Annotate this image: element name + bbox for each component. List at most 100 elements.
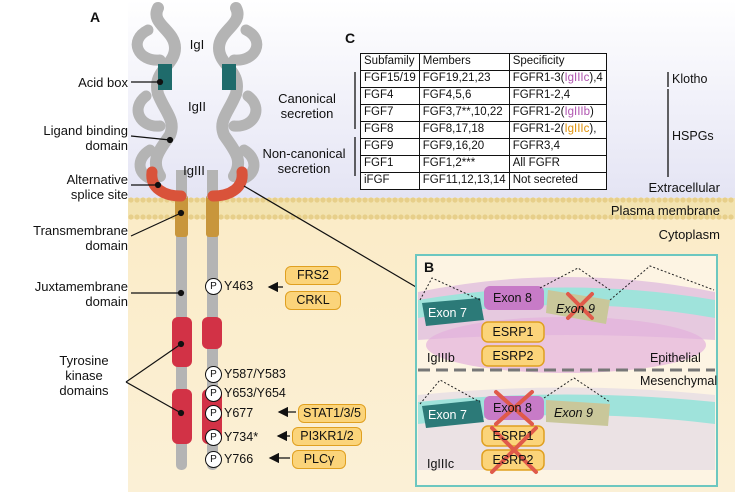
lipid-head	[368, 214, 374, 220]
lipid-head	[140, 197, 146, 203]
lipid-head	[644, 197, 650, 203]
table-cell: FGF3,7**,10,22	[418, 104, 510, 122]
table-cell: All FGFR	[508, 155, 607, 173]
lipid-head	[128, 197, 134, 203]
lipid-head	[632, 197, 638, 203]
lipid-head	[416, 214, 422, 220]
lipid-head	[572, 214, 578, 220]
mesenchymal-label: Mesenchymal	[640, 374, 718, 388]
lipid-head	[344, 197, 350, 203]
lipid-head	[476, 214, 482, 220]
adaptor-arrows	[267, 281, 296, 464]
lipid-head	[146, 197, 152, 203]
lipid-head	[614, 197, 620, 203]
lipid-head	[470, 214, 476, 220]
lipid-head	[428, 214, 434, 220]
table-header: Subfamily	[360, 53, 420, 71]
lipid-head	[278, 214, 284, 220]
lipid-head	[464, 214, 470, 220]
lipid-head	[230, 214, 236, 220]
table-cell: FGF4,5,6	[418, 87, 510, 105]
table-row: FGF8 FGF8,17,18 FGFR1-2(IgIIIc),	[360, 121, 607, 139]
lipid-head	[326, 214, 332, 220]
lipid-head	[656, 214, 662, 220]
lipid-head	[590, 214, 596, 220]
lipid-head	[650, 197, 656, 203]
table-cell: FGF9,16,20	[418, 138, 510, 156]
lipid-head	[290, 197, 296, 203]
lipid-head	[506, 197, 512, 203]
lipid-head	[680, 214, 686, 220]
lipid-head	[398, 197, 404, 203]
lipid-head	[692, 214, 698, 220]
lipid-head	[614, 214, 620, 220]
lipid-head	[158, 197, 164, 203]
table-cell: FGF11,12,13,14	[418, 172, 510, 190]
lipid-head	[578, 214, 584, 220]
lipid-head	[452, 197, 458, 203]
lipid-head	[140, 214, 146, 220]
lipid-head	[434, 214, 440, 220]
lipid-head	[308, 214, 314, 220]
lipid-head	[128, 214, 134, 220]
lipid-head	[512, 214, 518, 220]
lipid-head	[662, 197, 668, 203]
lipid-head	[632, 214, 638, 220]
cytoplasm-label: Cytoplasm	[658, 227, 720, 242]
lipid-head	[548, 214, 554, 220]
lipid-head	[386, 197, 392, 203]
exons-bottom	[419, 377, 611, 428]
fgf-table: Subfamily Members Specificity FGF15/19 F…	[360, 53, 607, 190]
lipid-head	[248, 197, 254, 203]
phospho-circle: P	[205, 278, 222, 295]
phospho-circle: P	[205, 385, 222, 402]
lipid-head	[272, 197, 278, 203]
lipid-head	[536, 214, 542, 220]
phospho-circle: P	[205, 429, 222, 446]
lipid-head	[260, 197, 266, 203]
table-brackets	[354, 72, 669, 177]
lipid-head	[566, 214, 572, 220]
lipid-head	[404, 197, 410, 203]
lipid-head	[596, 214, 602, 220]
lipid-head	[584, 214, 590, 220]
lipid-head	[494, 197, 500, 203]
esrp2-top: ESRP2	[492, 349, 534, 363]
site-y677: Y677	[224, 406, 254, 420]
lipid-head	[518, 197, 524, 203]
lipid-head	[200, 197, 206, 203]
plasma-membrane-label: Plasma membrane	[610, 203, 720, 218]
ig1-label: IgI	[189, 37, 205, 52]
lipid-head	[716, 214, 722, 220]
lipid-head	[158, 214, 164, 220]
lipid-head	[320, 214, 326, 220]
lipid-head	[698, 197, 704, 203]
lipid-head	[446, 197, 452, 203]
lipid-head	[392, 197, 398, 203]
table-cell: FGFR1-2(IgIIIb)	[508, 104, 607, 122]
isoform-iiib-label: IgIIIb	[427, 351, 455, 365]
lipid-head	[380, 214, 386, 220]
lipid-head	[230, 197, 236, 203]
lipid-head	[314, 214, 320, 220]
lipid-head	[188, 214, 194, 220]
lipid-head	[218, 214, 224, 220]
lipid-head	[428, 197, 434, 203]
lipid-head	[134, 197, 140, 203]
lipid-head	[704, 197, 710, 203]
stat-pill: STAT1/3/5	[298, 404, 366, 423]
panel-a-letter: A	[90, 9, 101, 25]
esrp1-top: ESRP1	[492, 325, 534, 339]
lipid-head	[710, 214, 716, 220]
extracellular-label: Extracellular	[648, 180, 720, 195]
table-cell: FGF1,2***	[418, 155, 510, 173]
lipid-head	[716, 197, 722, 203]
lipid-head	[254, 197, 260, 203]
table-cell: iFGF	[360, 172, 420, 190]
klotho-label: Klotho	[672, 72, 708, 86]
panel-b-box	[415, 254, 718, 487]
exon9-bottom: Exon 9	[554, 406, 593, 420]
